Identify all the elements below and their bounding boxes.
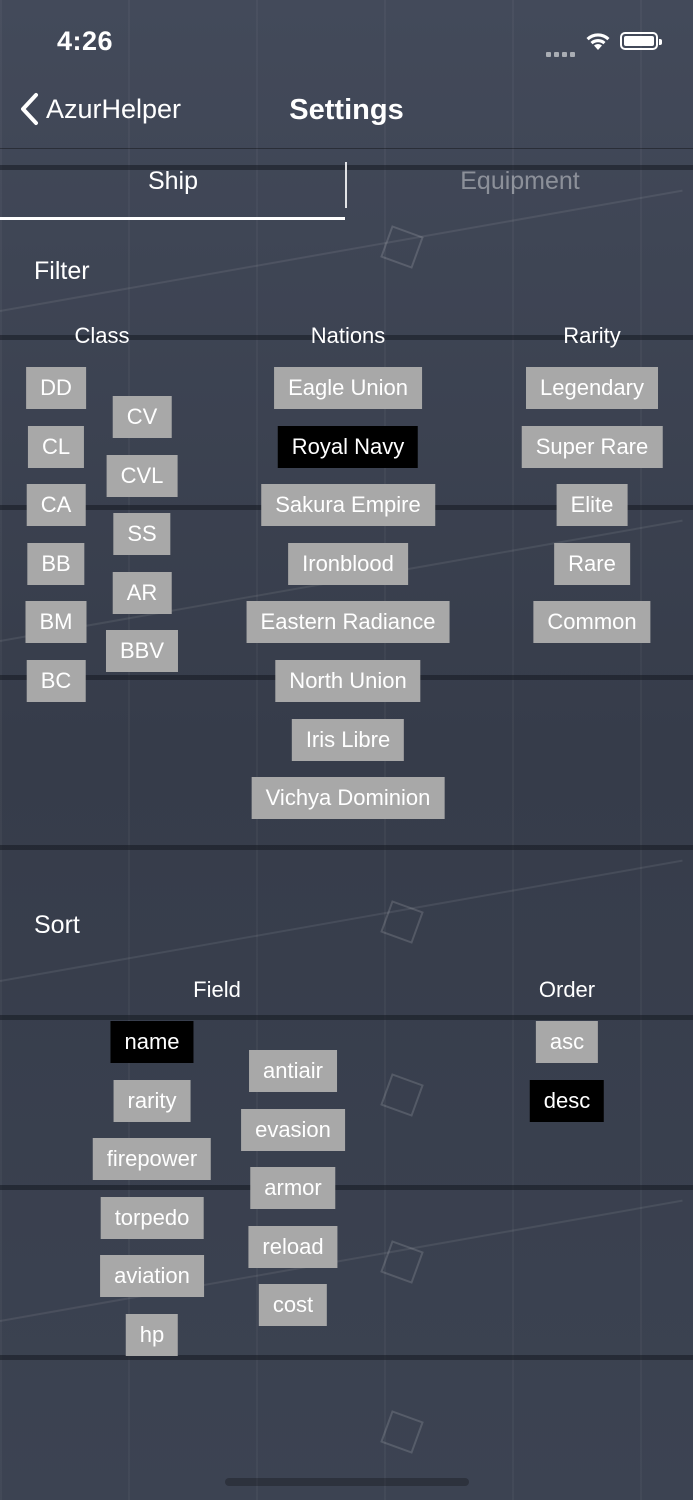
rarity-column-header: Rarity — [563, 323, 621, 348]
rarity-chip-super-rare[interactable]: Super Rare — [521, 425, 663, 468]
nation-chip-royal-navy[interactable]: Royal Navy — [277, 425, 419, 468]
tab-ship[interactable]: Ship — [147, 167, 199, 195]
field-chip-cost[interactable]: cost — [258, 1284, 328, 1327]
chevron-left-icon — [21, 93, 38, 125]
field-column-header: Field — [193, 977, 241, 1002]
nations-column-header: Nations — [310, 323, 386, 348]
field-chip-evasion[interactable]: evasion — [241, 1108, 345, 1151]
filter-section-title: Filter — [34, 257, 90, 285]
nation-chip-north-union[interactable]: North Union — [275, 660, 421, 702]
class-chip-bm[interactable]: BM — [25, 601, 87, 644]
tab-divider — [345, 162, 347, 208]
back-button[interactable]: AzurHelper — [18, 92, 181, 126]
page-title: Settings — [289, 94, 404, 126]
home-indicator — [225, 1478, 469, 1486]
nation-chip-vichya-dominion[interactable]: Vichya Dominion — [251, 777, 445, 820]
tab-equipment[interactable]: Equipment — [460, 167, 580, 195]
field-chip-firepower[interactable]: firepower — [92, 1138, 212, 1181]
background-decoration — [0, 859, 683, 982]
background-decoration — [380, 1410, 424, 1454]
class-chip-bbv[interactable]: BBV — [105, 630, 179, 673]
rarity-chip-common[interactable]: Common — [533, 601, 651, 644]
class-chip-cl[interactable]: CL — [27, 425, 85, 468]
order-column-header: Order — [538, 977, 596, 1002]
nation-chip-eastern-radiance[interactable]: Eastern Radiance — [246, 601, 450, 644]
class-chip-bc[interactable]: BC — [26, 660, 86, 702]
nation-chip-iris-libre[interactable]: Iris Libre — [291, 718, 405, 761]
nav-divider — [0, 148, 693, 149]
rarity-chip-elite[interactable]: Elite — [556, 484, 628, 527]
class-chip-cvl[interactable]: CVL — [106, 454, 178, 497]
field-chip-armor[interactable]: armor — [250, 1167, 336, 1210]
order-chip-asc[interactable]: asc — [535, 1021, 599, 1063]
field-chip-name[interactable]: name — [110, 1021, 194, 1063]
field-chip-hp[interactable]: hp — [125, 1314, 179, 1356]
background-decoration — [0, 189, 683, 312]
nation-chip-sakura-empire[interactable]: Sakura Empire — [261, 484, 435, 527]
class-chip-bb[interactable]: BB — [27, 542, 85, 585]
nation-chip-ironblood[interactable]: Ironblood — [288, 542, 408, 585]
class-chip-ss[interactable]: SS — [113, 513, 171, 556]
field-chip-aviation[interactable]: aviation — [100, 1255, 204, 1298]
sort-section-title: Sort — [34, 911, 80, 939]
class-column-header: Class — [74, 323, 130, 348]
background-decoration — [380, 1073, 424, 1117]
field-chip-antiair[interactable]: antiair — [249, 1050, 337, 1092]
back-button-label: AzurHelper — [46, 93, 182, 124]
status-time: 4:26 — [57, 26, 114, 56]
order-chip-desc[interactable]: desc — [529, 1079, 605, 1122]
class-chip-dd[interactable]: DD — [26, 367, 86, 409]
rarity-chip-rare[interactable]: Rare — [554, 542, 630, 585]
cellular-signal-icon — [546, 44, 580, 57]
class-chip-cv[interactable]: CV — [112, 396, 172, 438]
class-chip-ca[interactable]: CA — [26, 484, 86, 527]
field-chip-reload[interactable]: reload — [248, 1225, 338, 1268]
battery-icon — [620, 32, 662, 50]
wifi-icon — [586, 33, 610, 50]
background-decoration — [380, 225, 424, 269]
field-chip-torpedo[interactable]: torpedo — [100, 1196, 204, 1239]
class-chip-ar[interactable]: AR — [112, 571, 172, 614]
nation-chip-eagle-union[interactable]: Eagle Union — [274, 367, 422, 409]
tab-selection-indicator — [0, 217, 345, 220]
field-chip-rarity[interactable]: rarity — [113, 1079, 191, 1122]
rarity-chip-legendary[interactable]: Legendary — [526, 367, 658, 409]
